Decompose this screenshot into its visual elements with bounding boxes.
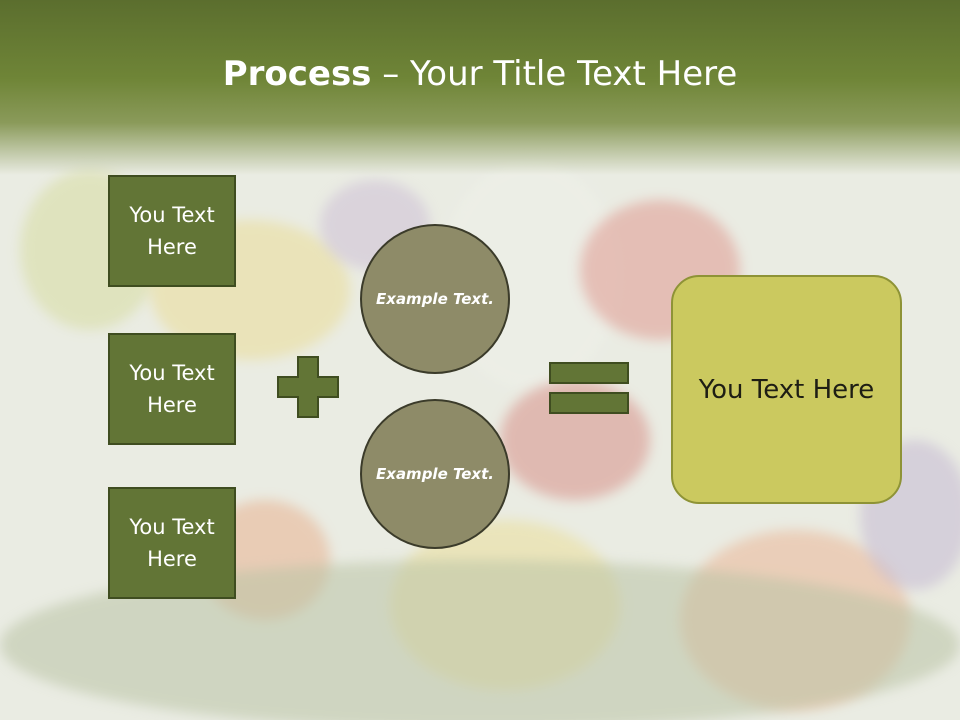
title-bar: [0, 0, 960, 175]
text-box-3[interactable]: You Text Here: [108, 487, 236, 599]
title-bold: Process: [222, 54, 372, 94]
plus-icon: [277, 356, 339, 418]
equals-icon: [549, 362, 629, 414]
title-rest: – Your Title Text Here: [371, 54, 738, 94]
example-circle-2[interactable]: Example Text.: [360, 399, 510, 549]
text-box-2[interactable]: You Text Here: [108, 333, 236, 445]
example-circle-1[interactable]: Example Text.: [360, 224, 510, 374]
slide-title: Process – Your Title Text Here: [0, 54, 960, 94]
text-box-1[interactable]: You Text Here: [108, 175, 236, 287]
result-box[interactable]: You Text Here: [671, 275, 902, 504]
